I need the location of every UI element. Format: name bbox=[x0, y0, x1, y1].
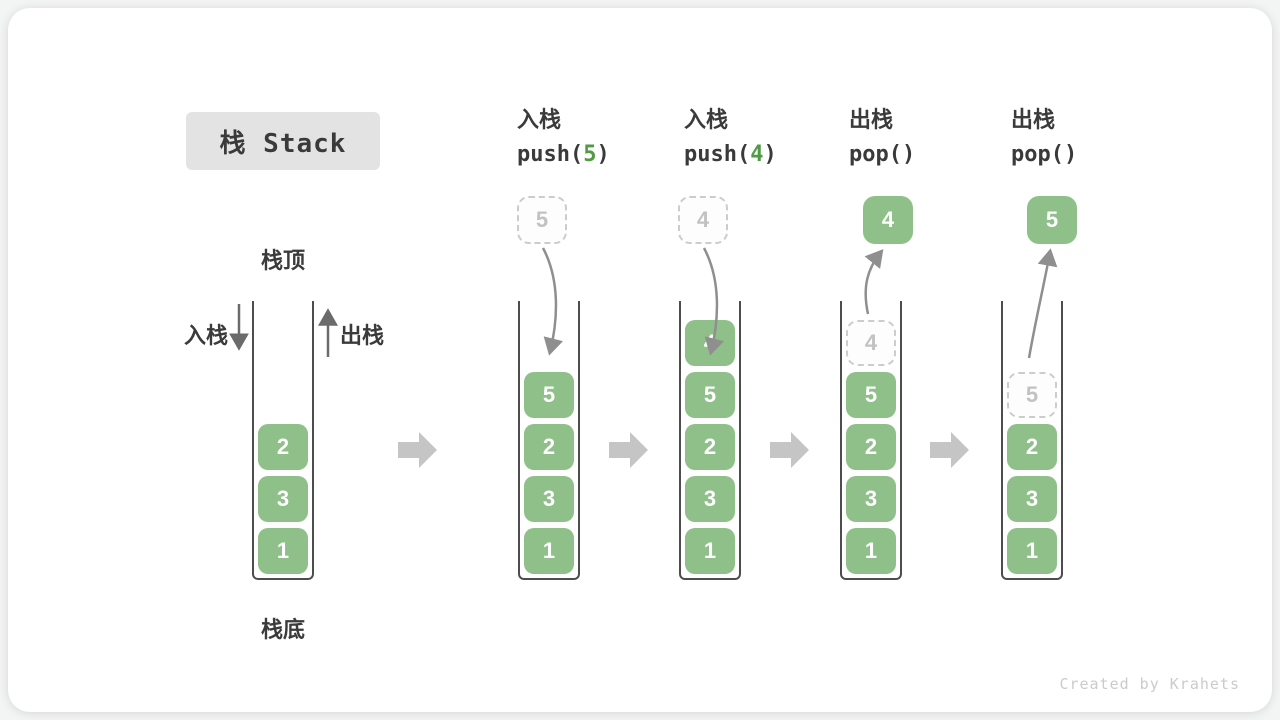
stack-cell: 2 bbox=[524, 424, 574, 470]
watermark: Created by Krahets bbox=[1059, 675, 1240, 693]
stack-cell: 1 bbox=[1007, 528, 1057, 574]
stack-cell: 3 bbox=[524, 476, 574, 522]
op-code: push(4) bbox=[684, 142, 777, 167]
stack-cell: 5 bbox=[524, 372, 574, 418]
op-header-pop-5: 出栈 pop() bbox=[1011, 102, 1077, 167]
stack-bottom-label: 栈底 bbox=[260, 617, 306, 642]
stack-cell: 3 bbox=[846, 476, 896, 522]
stack-cell: 4 bbox=[846, 320, 896, 366]
transition-arrow bbox=[770, 432, 809, 468]
title-badge: 栈 Stack bbox=[186, 112, 380, 170]
code-arg: 5 bbox=[583, 142, 597, 167]
code-pre: push( bbox=[684, 142, 751, 167]
op-name: 出栈 bbox=[849, 107, 894, 132]
op-name: 入栈 bbox=[684, 107, 729, 132]
title-text: 栈 Stack bbox=[219, 128, 347, 159]
stack-top-label: 栈顶 bbox=[260, 248, 306, 273]
stack-cell: 2 bbox=[1007, 424, 1057, 470]
op-header-push-5: 入栈 push(5) bbox=[517, 102, 610, 167]
code-pre: pop( bbox=[849, 142, 902, 167]
push-side-label: 入栈 bbox=[183, 323, 228, 348]
floating-cell: 4 bbox=[678, 196, 728, 244]
op-name: 入栈 bbox=[517, 107, 562, 132]
stack-cell: 1 bbox=[846, 528, 896, 574]
code-post: ) bbox=[1063, 142, 1078, 167]
code-post: ) bbox=[901, 142, 916, 167]
stack-cell: 4 bbox=[685, 320, 735, 366]
op-header-pop-4: 出栈 pop() bbox=[849, 102, 915, 167]
stack-cell: 5 bbox=[1007, 372, 1057, 418]
op-name: 出栈 bbox=[1011, 107, 1056, 132]
stack-cell: 1 bbox=[524, 528, 574, 574]
code-pre: pop( bbox=[1011, 142, 1064, 167]
pop-side-label: 出栈 bbox=[340, 323, 385, 348]
op-code: push(5) bbox=[517, 142, 610, 167]
stack-cell: 3 bbox=[685, 476, 735, 522]
code-post: ) bbox=[763, 142, 777, 167]
code-pre: push( bbox=[517, 142, 584, 167]
stack-cell: 2 bbox=[846, 424, 896, 470]
floating-cell: 5 bbox=[1027, 196, 1077, 244]
code-arg: 4 bbox=[750, 142, 764, 167]
stack-cell: 2 bbox=[258, 424, 308, 470]
stack-cell: 1 bbox=[685, 528, 735, 574]
transition-arrow bbox=[398, 432, 437, 468]
op-code: pop() bbox=[849, 142, 915, 167]
transition-arrow bbox=[609, 432, 648, 468]
stack-cell: 1 bbox=[258, 528, 308, 574]
stack-cell: 3 bbox=[258, 476, 308, 522]
transition-arrow bbox=[930, 432, 969, 468]
stack-cell: 3 bbox=[1007, 476, 1057, 522]
op-code: pop() bbox=[1011, 142, 1077, 167]
stack-cell: 5 bbox=[846, 372, 896, 418]
code-post: ) bbox=[596, 142, 610, 167]
floating-cell: 4 bbox=[863, 196, 913, 244]
stack-cell: 5 bbox=[685, 372, 735, 418]
op-header-push-4: 入栈 push(4) bbox=[684, 102, 777, 167]
floating-cell: 5 bbox=[517, 196, 567, 244]
stack-cell: 2 bbox=[685, 424, 735, 470]
